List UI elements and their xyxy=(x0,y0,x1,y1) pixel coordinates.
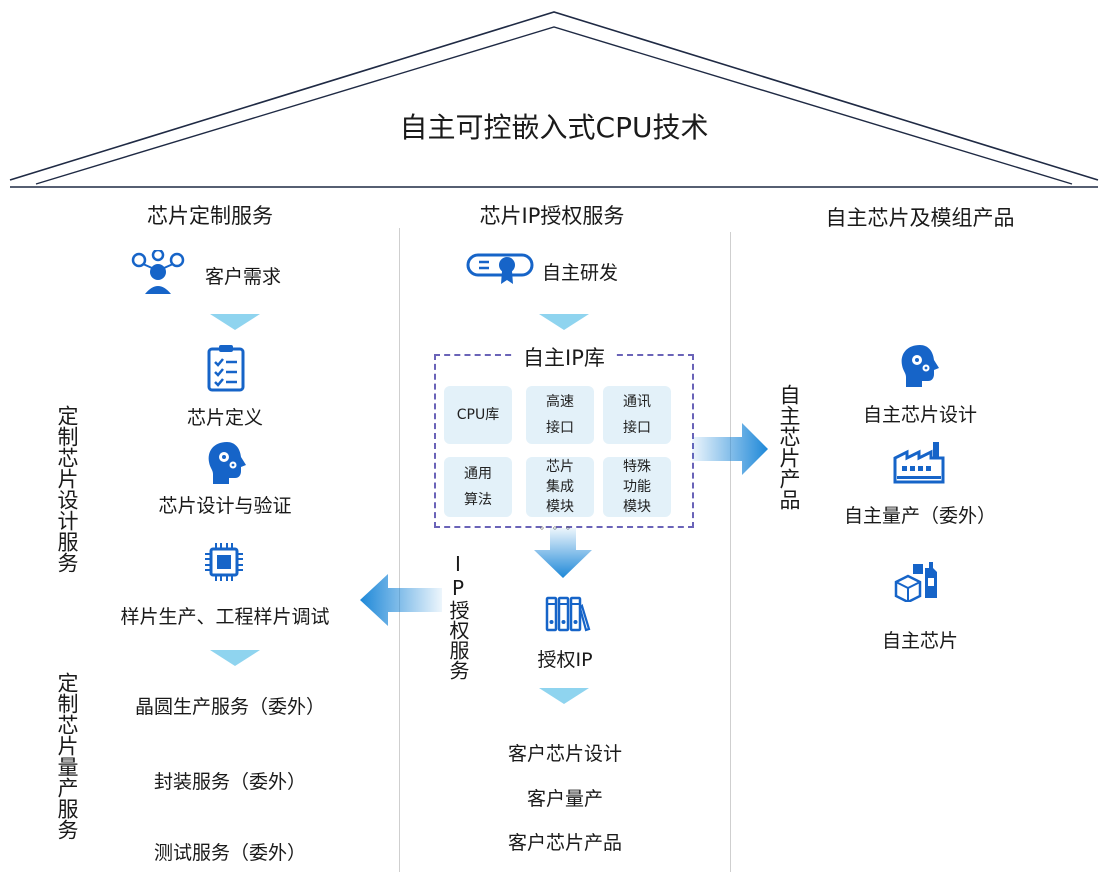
left-step-customer-demand: 客户需求 xyxy=(205,266,282,288)
production-wafer: 晶圆生产服务（委外） xyxy=(134,696,325,718)
production-testing: 测试服务（委外） xyxy=(153,842,306,864)
ip-cell-algorithm: 通用 算法 xyxy=(444,457,512,517)
left-step-chip-definition: 芯片定义 xyxy=(186,407,263,429)
middle-arrow-1 xyxy=(539,314,589,330)
arrow-to-left-column xyxy=(360,574,442,626)
ip-cell-comm: 通讯 接口 xyxy=(603,386,671,444)
left-column-title: 芯片定制服务 xyxy=(147,204,273,228)
vertical-label-production-service: 定制芯片量产服务 xyxy=(55,672,79,840)
right-column-title: 自主芯片及模组产品 xyxy=(825,206,1015,230)
ip-cell-cpu: CPU库 xyxy=(444,386,512,444)
middle-self-rd: 自主研发 xyxy=(542,262,619,284)
ip-library-title: 自主IP库 xyxy=(513,342,615,372)
vertical-label-own-chip-products: 自主芯片产品 xyxy=(777,384,801,510)
left-step-design-verify: 芯片设计与验证 xyxy=(158,495,292,517)
vertical-label-ip-service: IP授权服务 xyxy=(446,552,470,680)
left-arrow-2 xyxy=(210,650,260,666)
factory-icon xyxy=(893,442,945,484)
ip-cell-highspeed: 高速 接口 xyxy=(526,386,594,444)
divider-right xyxy=(730,232,731,872)
chip-icon xyxy=(205,543,243,581)
vertical-label-design-service: 定制芯片设计服务 xyxy=(55,405,79,573)
arrow-down-to-licensed-ip xyxy=(534,528,592,578)
roof-title: 自主可控嵌入式CPU技术 xyxy=(399,111,709,144)
customer-mass-production: 客户量产 xyxy=(526,788,603,810)
own-brain-gear-icon xyxy=(901,345,939,387)
certificate-icon xyxy=(466,253,534,284)
roof xyxy=(9,11,1099,188)
customer-chip-design: 客户芯片设计 xyxy=(507,743,622,765)
ip-cell-integration: 芯片 集成 模块 xyxy=(526,457,594,517)
ip-library-more: 。。。 xyxy=(540,521,584,532)
left-arrow-1 xyxy=(210,314,260,330)
arrow-to-right-column xyxy=(692,423,768,475)
checklist-icon xyxy=(207,345,245,392)
customer-demand-icon xyxy=(131,250,185,294)
brain-gear-icon xyxy=(208,442,246,484)
own-chip-design: 自主芯片设计 xyxy=(862,404,977,426)
binders-icon xyxy=(545,596,591,632)
middle-column-title: 芯片IP授权服务 xyxy=(479,204,625,228)
own-chip: 自主芯片 xyxy=(881,630,958,652)
left-step-sample-production: 样片生产、工程样片调试 xyxy=(120,606,330,628)
customer-chip-product: 客户芯片产品 xyxy=(507,832,622,854)
own-mass-production: 自主量产（委外） xyxy=(843,505,996,527)
middle-licensed-ip: 授权IP xyxy=(537,649,593,671)
divider-left xyxy=(399,228,400,872)
middle-arrow-2 xyxy=(539,688,589,704)
products-icon xyxy=(894,562,937,602)
production-packaging: 封装服务（委外） xyxy=(153,771,306,793)
ip-cell-special: 特殊 功能 模块 xyxy=(603,457,671,517)
